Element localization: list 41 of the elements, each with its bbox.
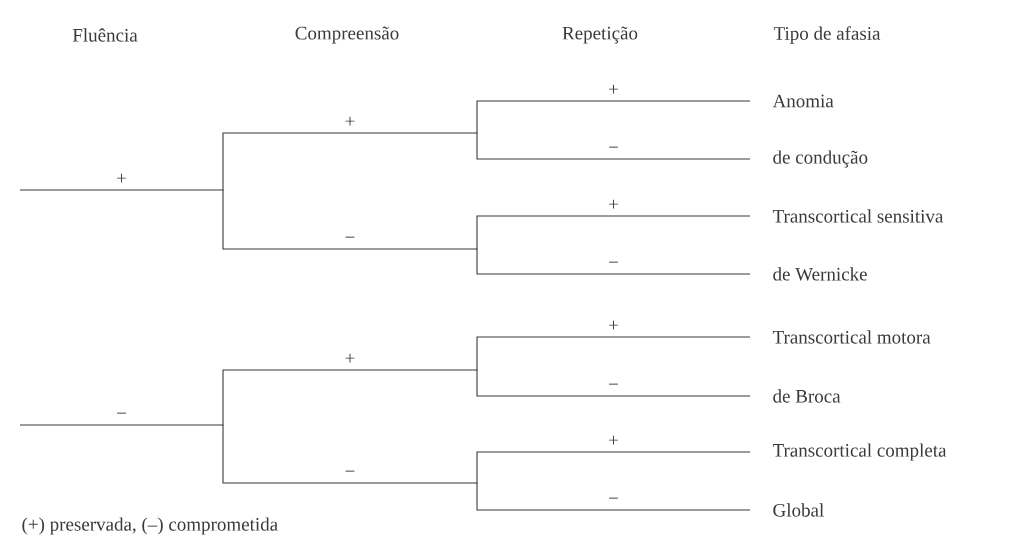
branch-line bbox=[19, 189, 224, 191]
aphasia-type: de condução bbox=[773, 150, 868, 168]
branch-line bbox=[476, 215, 751, 250]
branch-line bbox=[476, 132, 751, 160]
branch-line bbox=[222, 189, 478, 250]
edge-label: − bbox=[607, 496, 620, 506]
edge-label: + bbox=[607, 434, 620, 448]
edge-label: − bbox=[343, 235, 357, 245]
column-heading: Repetição bbox=[562, 26, 638, 44]
edge-label: + bbox=[607, 198, 620, 212]
edge-label: − bbox=[343, 469, 357, 479]
edge-label: + bbox=[115, 172, 128, 186]
branch-line bbox=[222, 369, 478, 426]
edge-label: + bbox=[607, 319, 620, 333]
column-heading: Fluência bbox=[72, 28, 138, 42]
edge-label: − bbox=[115, 411, 128, 421]
edge-label: − bbox=[607, 260, 620, 270]
column-heading: Tipo de afasia bbox=[773, 26, 881, 44]
aphasia-type: de Wernicke bbox=[773, 267, 867, 281]
footnote: (+) preservada, (–) comprometida bbox=[22, 517, 278, 535]
branch-line bbox=[222, 424, 478, 484]
branch-line bbox=[476, 451, 751, 484]
branch-line bbox=[476, 482, 751, 511]
aphasia-type: Transcortical sensitiva bbox=[772, 209, 944, 223]
edge-label: + bbox=[343, 115, 357, 129]
edge-label: − bbox=[607, 145, 620, 155]
branch-line bbox=[476, 100, 751, 134]
branch-line bbox=[19, 424, 224, 426]
edge-label: − bbox=[607, 382, 620, 392]
branch-line bbox=[222, 132, 478, 191]
branch-line bbox=[476, 336, 751, 371]
column-heading: Compreensão bbox=[295, 26, 399, 44]
aphasia-type: Anomia bbox=[772, 94, 834, 108]
aphasia-type: Global bbox=[773, 503, 824, 517]
branch-line bbox=[476, 369, 751, 397]
aphasia-type: Transcortical motora bbox=[772, 330, 931, 344]
edge-label: + bbox=[607, 83, 620, 97]
aphasia-type: de Broca bbox=[773, 389, 841, 403]
branch-line bbox=[476, 248, 751, 275]
edge-label: + bbox=[343, 352, 357, 366]
aphasia-type: Transcortical completa bbox=[772, 443, 947, 461]
